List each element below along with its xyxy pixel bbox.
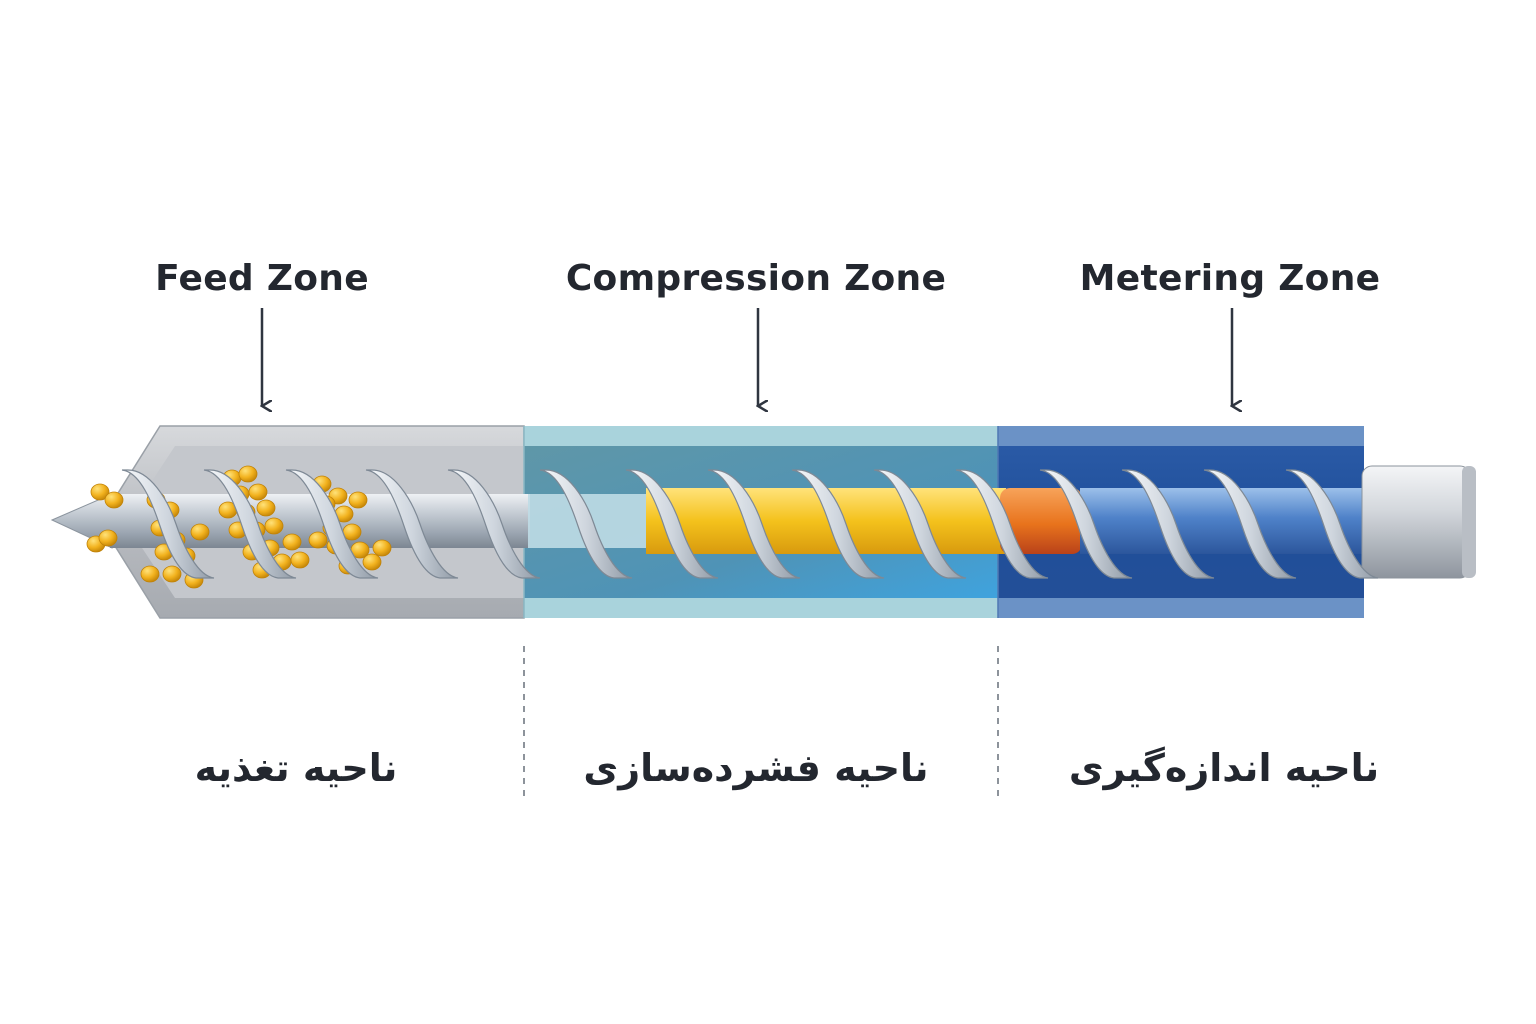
screw-flight-9 bbox=[791, 469, 885, 579]
metering-zone-persian-label: ناحیه اندازه‌گیری bbox=[1068, 746, 1380, 790]
metering-zone-title: Metering Zone bbox=[1079, 258, 1381, 299]
screw-flight-14 bbox=[1203, 469, 1297, 579]
pellet-18 bbox=[248, 483, 268, 501]
compression-zone-title: Compression Zone bbox=[565, 258, 947, 299]
screw-flights bbox=[121, 469, 1379, 579]
zone-arrows bbox=[262, 308, 1232, 406]
pellet-42 bbox=[372, 539, 392, 557]
pellet-1 bbox=[90, 483, 110, 501]
pellet-40 bbox=[362, 553, 382, 571]
pellet-14 bbox=[190, 523, 210, 541]
pellet-43 bbox=[348, 491, 368, 509]
pellet-2 bbox=[104, 491, 124, 509]
feed-zone-persian-label: ناحیه تغذیه bbox=[194, 746, 398, 790]
screw-flight-3 bbox=[285, 469, 379, 579]
screw-flight-11 bbox=[955, 469, 1049, 579]
screw-flight-2 bbox=[203, 469, 297, 579]
pellet-36 bbox=[342, 523, 362, 541]
pellet-11 bbox=[162, 565, 182, 583]
compression-zone-persian-label: ناحیه فشرده‌سازی bbox=[583, 746, 929, 790]
feed-zone-title: Feed Zone bbox=[155, 258, 369, 299]
screw-flight-12 bbox=[1039, 469, 1133, 579]
screw-flight-4 bbox=[365, 469, 459, 579]
zone-dividers bbox=[523, 646, 999, 798]
pellet-4 bbox=[98, 529, 118, 547]
screw-flight-8 bbox=[707, 469, 801, 579]
screw-flight-1 bbox=[121, 469, 215, 579]
pellet-16 bbox=[238, 465, 258, 483]
screw-flight-6 bbox=[539, 469, 633, 579]
pellet-24 bbox=[264, 517, 284, 535]
pellet-21 bbox=[256, 499, 276, 517]
pellet-27 bbox=[282, 533, 302, 551]
pellet-30 bbox=[290, 551, 310, 569]
shaft-end-cap bbox=[1361, 465, 1471, 579]
screw-flight-15 bbox=[1285, 469, 1379, 579]
screw-flight-5 bbox=[447, 469, 541, 579]
screw-flight-10 bbox=[873, 469, 967, 579]
pellet-13 bbox=[140, 565, 160, 583]
melt-orange bbox=[1000, 488, 1082, 554]
screw-flight-7 bbox=[625, 469, 719, 579]
pellet-41 bbox=[308, 531, 328, 549]
screw-flight-13 bbox=[1121, 469, 1215, 579]
